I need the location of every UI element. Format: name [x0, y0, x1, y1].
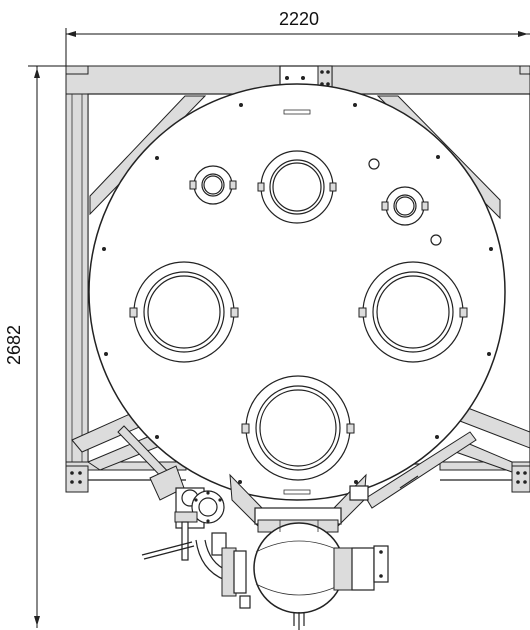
port-small-left [189, 165, 237, 205]
right-pipework [349, 431, 477, 509]
height-dimension-label: 2682 [4, 325, 24, 365]
port-small-right [381, 186, 429, 226]
port-medium-top [257, 150, 337, 224]
width-dimension: 2220 [65, 9, 530, 66]
left-pipework [117, 425, 251, 609]
port-large-bottom [241, 375, 355, 481]
height-dimension: 2682 [4, 65, 70, 628]
port-large-right [358, 261, 468, 363]
port-large-left [129, 261, 239, 363]
width-dimension-label: 2220 [279, 9, 319, 29]
